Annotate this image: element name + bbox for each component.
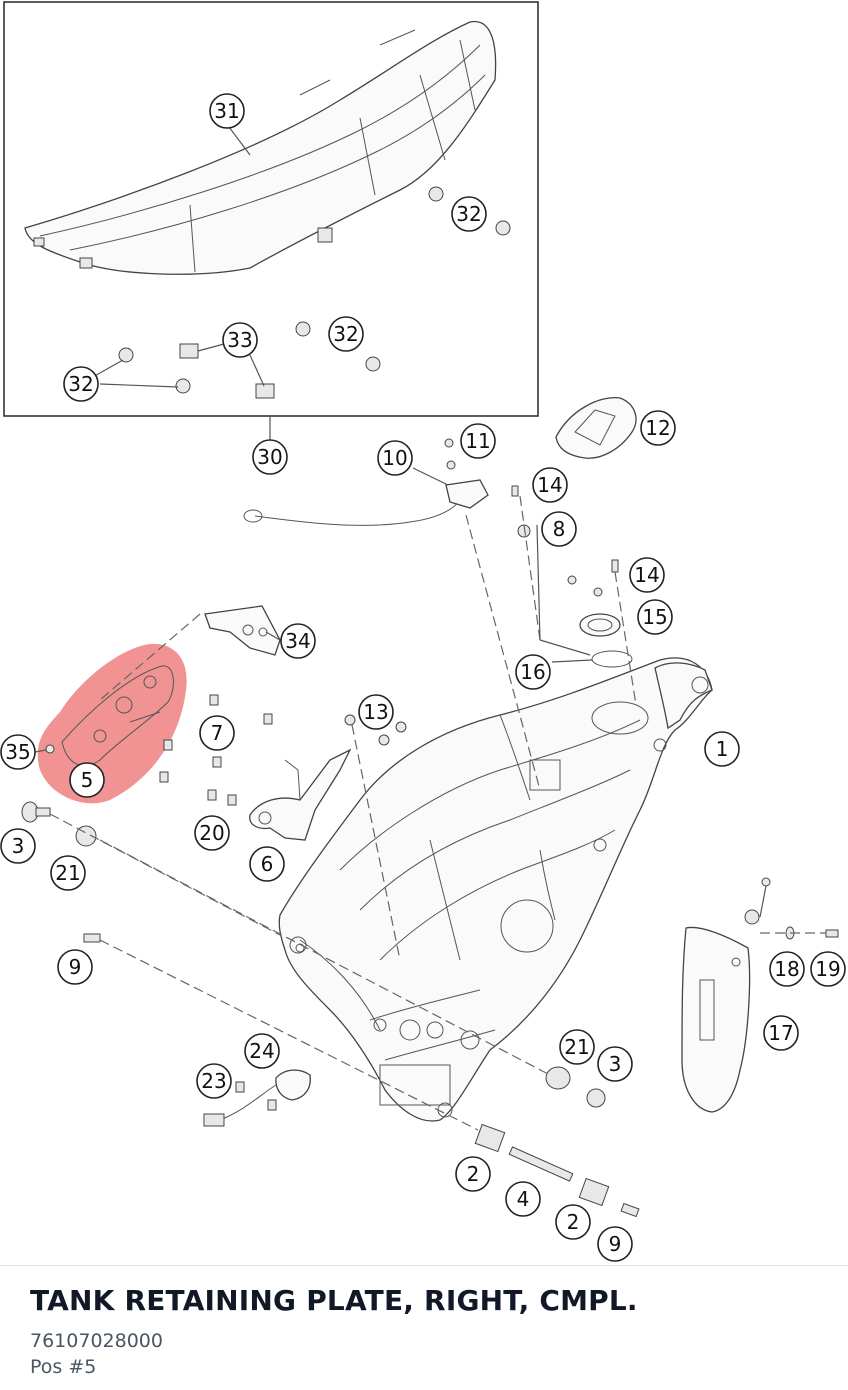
- callout-3a[interactable]: 3: [0, 828, 36, 864]
- callout-32b[interactable]: 32: [328, 316, 364, 352]
- callout-32a[interactable]: 32: [451, 196, 487, 232]
- callout-6[interactable]: 6: [249, 846, 285, 882]
- callout-2a[interactable]: 2: [455, 1156, 491, 1192]
- svg-text:13: 13: [363, 700, 388, 724]
- callout-14b[interactable]: 14: [629, 557, 665, 593]
- part-position: Pos #5: [30, 1356, 97, 1378]
- callout-21b[interactable]: 21: [559, 1029, 595, 1065]
- svg-text:2: 2: [467, 1162, 480, 1186]
- svg-text:34: 34: [285, 629, 310, 653]
- callout-9a[interactable]: 9: [57, 949, 93, 985]
- callout-30[interactable]: 30: [252, 439, 288, 475]
- svg-text:2: 2: [567, 1210, 580, 1234]
- svg-text:32: 32: [333, 322, 358, 346]
- part-number: 76107028000: [30, 1330, 163, 1352]
- callout-34[interactable]: 34: [280, 623, 316, 659]
- callout-11[interactable]: 11: [460, 423, 496, 459]
- callout-9b[interactable]: 9: [597, 1226, 633, 1262]
- seat-group-frame: [3, 1, 539, 417]
- callout-31[interactable]: 31: [209, 93, 245, 129]
- exploded-parts-diagram: 1 2 2 3 3 4 5 6 7 8 9 9 10 11 12 13 14 1…: [0, 1, 846, 1262]
- callout-24[interactable]: 24: [244, 1033, 280, 1069]
- part-info-panel: TANK RETAINING PLATE, RIGHT, CMPL. 76107…: [0, 1265, 848, 1390]
- bracket-34: [204, 605, 281, 656]
- svg-text:11: 11: [465, 429, 490, 453]
- svg-text:31: 31: [214, 99, 239, 123]
- callout-23[interactable]: 23: [196, 1063, 232, 1099]
- svg-text:21: 21: [55, 861, 80, 885]
- svg-text:23: 23: [201, 1069, 226, 1093]
- svg-text:16: 16: [520, 660, 545, 684]
- callout-20[interactable]: 20: [194, 815, 230, 851]
- svg-text:9: 9: [609, 1232, 622, 1256]
- svg-text:19: 19: [815, 957, 840, 981]
- svg-text:14: 14: [634, 563, 659, 587]
- callout-7[interactable]: 7: [199, 715, 235, 751]
- vent-cable: [243, 438, 489, 526]
- svg-text:1: 1: [716, 737, 729, 761]
- svg-text:32: 32: [456, 202, 481, 226]
- callout-32c[interactable]: 32: [63, 366, 99, 402]
- callout-33[interactable]: 33: [222, 322, 258, 358]
- sensor-assembly: [203, 1069, 311, 1127]
- callout-2b[interactable]: 2: [555, 1204, 591, 1240]
- svg-text:20: 20: [199, 821, 224, 845]
- svg-text:6: 6: [261, 852, 274, 876]
- callout-14a[interactable]: 14: [532, 467, 568, 503]
- svg-text:24: 24: [249, 1039, 274, 1063]
- svg-text:5: 5: [81, 768, 94, 792]
- svg-text:30: 30: [257, 445, 282, 469]
- callout-13[interactable]: 13: [358, 694, 394, 730]
- mounting-hardware: [21, 801, 640, 1218]
- callout-3b[interactable]: 3: [597, 1046, 633, 1082]
- svg-text:33: 33: [227, 328, 252, 352]
- callout-10[interactable]: 10: [377, 440, 413, 476]
- svg-text:12: 12: [645, 416, 670, 440]
- callout-5[interactable]: 5: [69, 762, 105, 798]
- fuel-pump-parts: [511, 485, 633, 668]
- screws-group: [45, 694, 407, 806]
- svg-text:18: 18: [774, 957, 799, 981]
- fuel-tank-drawing: [278, 657, 713, 1122]
- seat-drawing: [24, 20, 497, 275]
- svg-text:35: 35: [5, 740, 30, 764]
- svg-text:3: 3: [12, 834, 25, 858]
- svg-text:3: 3: [609, 1052, 622, 1076]
- callout-1[interactable]: 1: [704, 731, 740, 767]
- side-panel: [681, 877, 839, 1113]
- callout-12[interactable]: 12: [640, 410, 676, 446]
- filler-cap-cover: [555, 396, 637, 459]
- svg-text:4: 4: [517, 1187, 530, 1211]
- part-title: TANK RETAINING PLATE, RIGHT, CMPL.: [30, 1284, 638, 1317]
- svg-text:15: 15: [642, 605, 667, 629]
- svg-text:8: 8: [553, 517, 566, 541]
- callout-4[interactable]: 4: [505, 1181, 541, 1217]
- callout-16[interactable]: 16: [515, 654, 551, 690]
- callout-19[interactable]: 19: [810, 951, 846, 987]
- callout-8[interactable]: 8: [541, 511, 577, 547]
- svg-text:17: 17: [768, 1021, 793, 1045]
- svg-text:14: 14: [537, 473, 562, 497]
- callout-35[interactable]: 35: [0, 734, 36, 770]
- seat-hardware: [118, 186, 511, 399]
- svg-text:9: 9: [69, 955, 82, 979]
- callout-17[interactable]: 17: [763, 1015, 799, 1051]
- svg-text:21: 21: [564, 1035, 589, 1059]
- svg-text:32: 32: [68, 372, 93, 396]
- callout-21a[interactable]: 21: [50, 855, 86, 891]
- callout-18[interactable]: 18: [769, 951, 805, 987]
- svg-text:10: 10: [382, 446, 407, 470]
- svg-text:7: 7: [211, 721, 224, 745]
- bracket-6: [249, 748, 352, 841]
- callout-15[interactable]: 15: [637, 599, 673, 635]
